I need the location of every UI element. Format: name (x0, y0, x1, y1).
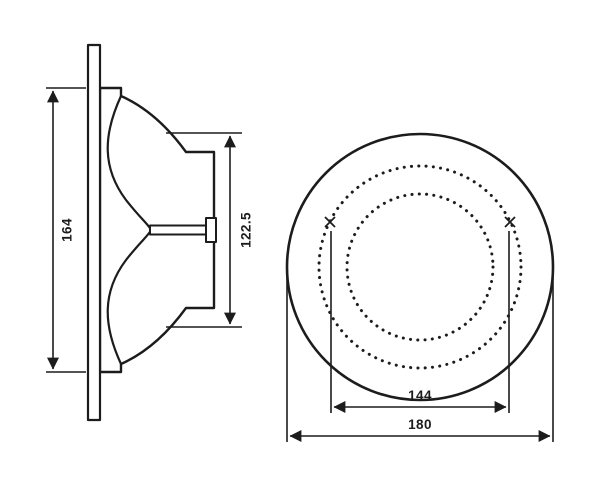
side-view (86, 43, 217, 422)
terminal-cap (205, 217, 217, 243)
inner-circle-dotted (345, 192, 495, 342)
mounting-plate (86, 43, 102, 422)
dimension-180 (286, 274, 554, 442)
dimension-122-5 (166, 132, 242, 328)
dim-180-label: 180 (408, 417, 432, 432)
dim-164-label: 164 (60, 218, 75, 242)
dim-122-label: 122.5 (239, 212, 254, 248)
bolt-mark-left (324, 216, 336, 228)
bolt-mark-right (504, 216, 516, 228)
bolt-circle-dotted (317, 164, 523, 370)
dimension-144 (330, 231, 510, 413)
dimension-164 (46, 87, 86, 373)
front-view (285, 132, 555, 402)
dim-144-label: 144 (408, 388, 432, 403)
front-outer-circle (285, 132, 555, 402)
